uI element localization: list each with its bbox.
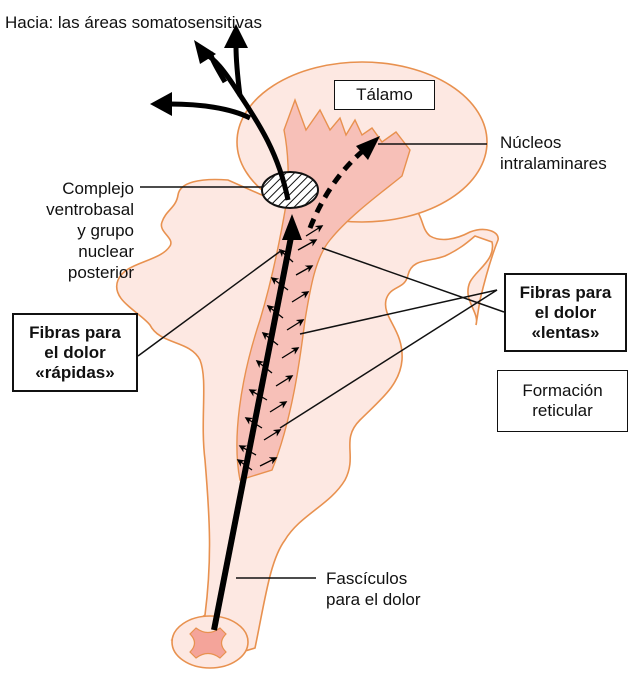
cortex-arrowhead-left — [150, 92, 172, 116]
ventrobasal-line-3: y grupo — [14, 220, 134, 241]
intralaminar-line-2: intralaminares — [500, 153, 607, 174]
slow-fibers-line-2: el dolor — [535, 303, 596, 323]
fast-fibers-line-3: «rápidas» — [35, 363, 114, 383]
ventrobasal-line-5: posterior — [14, 262, 134, 283]
pain-fascicles-label: Fascículos para el dolor — [326, 568, 421, 610]
fast-fibers-label-box: Fibras para el dolor «rápidas» — [12, 313, 138, 392]
reticular-line-1: Formación — [522, 381, 602, 401]
fast-fibers-line-2: el dolor — [44, 343, 105, 363]
ventrobasal-line-1: Complejo — [14, 178, 134, 199]
slow-fibers-label-box: Fibras para el dolor «lentas» — [504, 273, 627, 352]
ventrobasal-label: Complejo ventrobasal y grupo nuclear pos… — [14, 178, 134, 283]
thalamus-label: Tálamo — [356, 85, 413, 105]
fast-fibers-line-1: Fibras para — [29, 323, 121, 343]
slow-fibers-line-3: «lentas» — [531, 323, 599, 343]
spinal-grey-matter — [190, 628, 226, 658]
ventrobasal-line-4: nuclear — [14, 241, 134, 262]
pain-fascicles-line-2: para el dolor — [326, 589, 421, 610]
reticular-line-2: reticular — [532, 401, 592, 421]
cortex-branch-left — [170, 104, 250, 118]
intralaminar-line-1: Núcleos — [500, 132, 607, 153]
thalamus-label-box: Tálamo — [334, 80, 435, 110]
intralaminar-nuclei-label: Núcleos intralaminares — [500, 132, 607, 174]
ventrobasal-line-2: ventrobasal — [14, 199, 134, 220]
destination-label: Hacia: las áreas somatosensitivas — [5, 12, 262, 33]
cortex-branch-right — [236, 46, 240, 96]
ventrobasal-complex — [262, 172, 318, 208]
pain-fascicles-line-1: Fascículos — [326, 568, 421, 589]
slow-fibers-line-1: Fibras para — [520, 283, 612, 303]
reticular-formation-label-box: Formación reticular — [497, 370, 628, 432]
